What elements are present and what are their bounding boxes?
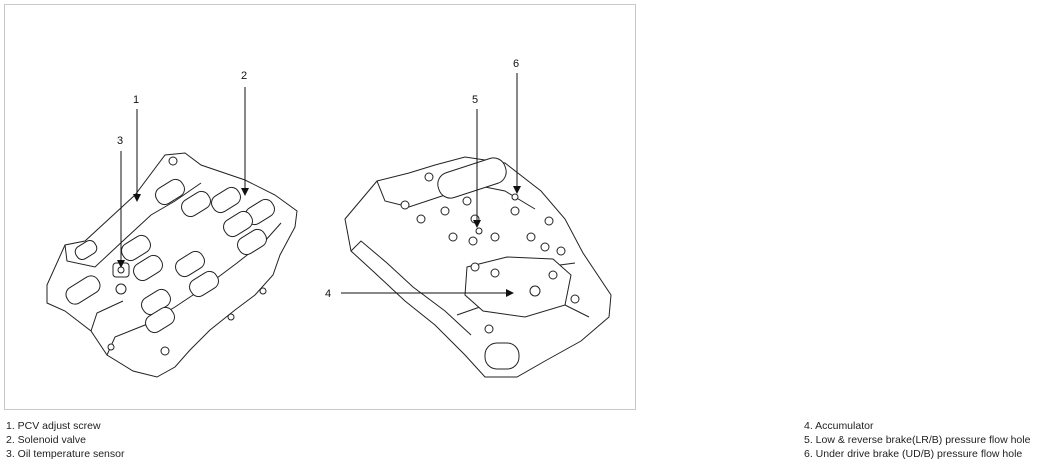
legend-item-solenoid-valve: 2. Solenoid valve: [6, 434, 86, 446]
callout-3: 3: [117, 135, 123, 147]
callout-1: 1: [133, 94, 139, 106]
legend-item-ud-brake-flow-hole: 6. Under drive brake (UD/B) pressure flo…: [804, 448, 1023, 460]
legend-item-lr-brake-flow-hole: 5. Low & reverse brake(LR/B) pressure fl…: [804, 434, 1031, 446]
callout-5: 5: [472, 94, 478, 106]
legend-item-accumulator: 4. Accumulator: [804, 420, 874, 432]
callout-2: 2: [241, 70, 247, 82]
solenoid-row-lower: [65, 234, 219, 334]
bolt-heads: [400, 172, 580, 334]
legend-item-pcv-adjust-screw: 1. PCV adjust screw: [6, 420, 101, 432]
flow-holes: [475, 193, 519, 235]
legend-left: 1. PCV adjust screw 2. Solenoid valve 3.…: [6, 419, 124, 461]
solenoid-row-upper: [155, 178, 275, 256]
accumulator: [464, 256, 572, 318]
figure-frame: 1 2 3 4 5 6: [4, 4, 636, 410]
callout-4: 4: [325, 288, 331, 300]
left-valve-body: [46, 152, 298, 378]
legend-right: 4. Accumulator 5. Low & reverse brake(LR…: [804, 419, 1030, 461]
valve-body-illustration: 1 2 3 4 5 6: [46, 58, 612, 378]
callout-6: 6: [513, 58, 519, 70]
callout-leaders: [117, 73, 521, 297]
legend-item-oil-temperature-sensor: 3. Oil temperature sensor: [6, 448, 125, 460]
